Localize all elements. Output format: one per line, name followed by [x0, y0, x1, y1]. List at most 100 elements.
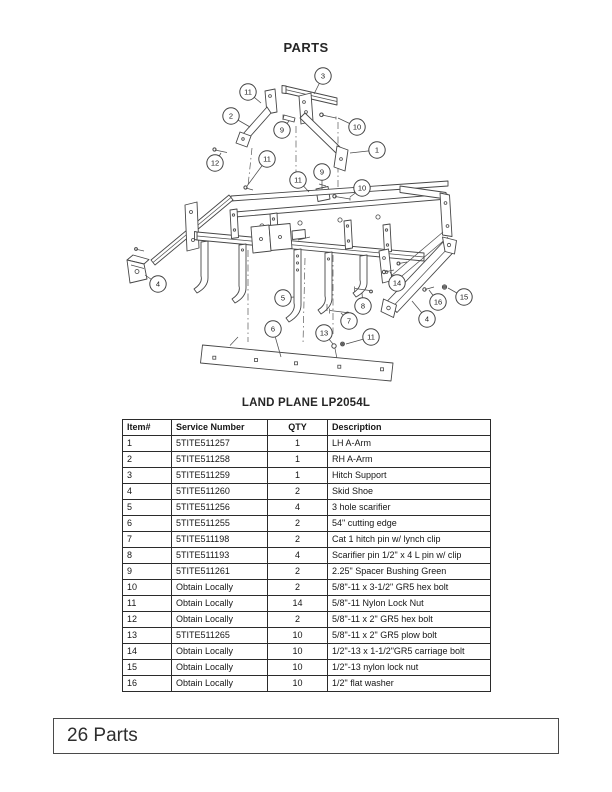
callout-number: 10: [353, 123, 361, 132]
callout-number: 8: [361, 302, 365, 311]
callout-15: [455, 288, 473, 306]
service-number-cell: Obtain Locally: [171, 675, 268, 692]
callout-number: 7: [347, 317, 351, 326]
callout-number: 11: [263, 155, 271, 164]
callout-number: 16: [434, 298, 442, 307]
qty-cell: 4: [267, 499, 328, 516]
callout-10: [348, 118, 366, 136]
qty-cell: 2: [267, 515, 328, 532]
description-cell: 5/8"-11 x 2" GR5 hex bolt: [327, 611, 491, 628]
service-number-cell: 5TITE511258: [171, 451, 268, 468]
item-number-cell: 2: [122, 451, 172, 468]
service-number-cell: Obtain Locally: [171, 611, 268, 628]
description-cell: RH A-Arm: [327, 451, 491, 468]
callout-number: 4: [156, 280, 160, 289]
callout-number: 3: [321, 72, 325, 81]
item-number-cell: 3: [122, 467, 172, 484]
column-header: Description: [327, 419, 491, 436]
service-number-cell: 5TITE511260: [171, 483, 268, 500]
callout-14: [388, 274, 406, 292]
item-number-cell: 7: [122, 531, 172, 548]
callout-number: 9: [280, 126, 284, 135]
item-number-cell: 9: [122, 563, 172, 580]
column-header: QTY: [267, 419, 328, 436]
description-cell: LH A-Arm: [327, 435, 491, 452]
description-cell: Skid Shoe: [327, 483, 491, 500]
qty-cell: 10: [267, 643, 328, 660]
item-number-cell: 5: [122, 499, 172, 516]
callout-number: 2: [229, 112, 233, 121]
qty-cell: 10: [267, 659, 328, 676]
service-number-cell: 5TITE511257: [171, 435, 268, 452]
callout-4: [418, 310, 436, 328]
service-number-cell: 5TITE511193: [171, 547, 268, 564]
column-header: Item#: [122, 419, 172, 436]
service-number-cell: 5TITE511259: [171, 467, 268, 484]
description-cell: Cat 1 hitch pin w/ lynch clip: [327, 531, 491, 548]
description-cell: 1/2"-13 nylon lock nut: [327, 659, 491, 676]
callout-8: [354, 297, 372, 315]
service-number-cell: 5TITE511255: [171, 515, 268, 532]
callout-number: 10: [358, 184, 366, 193]
callout-2: [222, 107, 240, 125]
service-number-cell: Obtain Locally: [171, 579, 268, 596]
item-number-cell: 14: [122, 643, 172, 660]
qty-cell: 10: [267, 627, 328, 644]
service-number-cell: Obtain Locally: [171, 643, 268, 660]
callout-11: [239, 83, 257, 101]
qty-cell: 2: [267, 483, 328, 500]
callout-1: [368, 141, 386, 159]
item-number-cell: 12: [122, 611, 172, 628]
callout-12: [206, 154, 224, 172]
diagram-line-art: [126, 85, 457, 382]
callout-number: 11: [367, 333, 375, 342]
callout-16: [429, 293, 447, 311]
service-number-cell: Obtain Locally: [171, 595, 268, 612]
qty-cell: 14: [267, 595, 328, 612]
service-number-cell: 5TITE511265: [171, 627, 268, 644]
item-number-cell: 16: [122, 675, 172, 692]
column-header: Service Number: [171, 419, 268, 436]
qty-cell: 1: [267, 467, 328, 484]
description-cell: 1/2" flat washer: [327, 675, 491, 692]
callout-number: 14: [393, 279, 401, 288]
service-number-cell: Obtain Locally: [171, 659, 268, 676]
qty-cell: 1: [267, 435, 328, 452]
callout-number: 12: [211, 159, 219, 168]
item-number-cell: 1: [122, 435, 172, 452]
qty-cell: 4: [267, 547, 328, 564]
description-cell: 5/8"-11 Nylon Lock Nut: [327, 595, 491, 612]
item-number-cell: 10: [122, 579, 172, 596]
service-number-cell: 5TITE511198: [171, 531, 268, 548]
footer-box: 26 Parts: [53, 718, 559, 754]
callout-5: [274, 289, 292, 307]
item-number-cell: 15: [122, 659, 172, 676]
diagram-caption: LAND PLANE LP2054L: [241, 397, 371, 409]
callout-4: [149, 275, 167, 293]
callout-number: 4: [425, 315, 429, 324]
callout-9: [313, 163, 331, 181]
description-cell: 3 hole scarifier: [327, 499, 491, 516]
callout-number: 9: [320, 168, 324, 177]
description-cell: Hitch Support: [327, 467, 491, 484]
callout-number: 11: [294, 176, 302, 185]
callout-7: [340, 312, 358, 330]
callout-number: 1: [375, 146, 379, 155]
callout-11: [362, 328, 380, 346]
